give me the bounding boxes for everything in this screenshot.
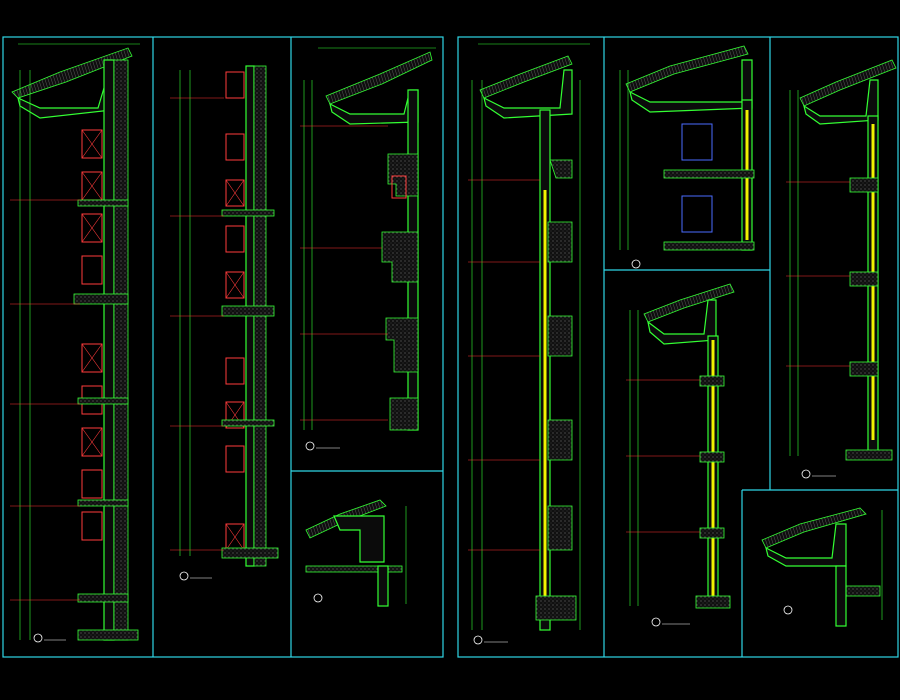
roof-eave-g	[643, 283, 735, 323]
sheet-right-border	[457, 36, 899, 658]
dimension-lines-c	[300, 47, 436, 430]
roof-eave-h	[799, 59, 897, 107]
eave-slab-e	[483, 69, 573, 119]
dimension-lines-a	[10, 43, 140, 640]
roof-eave-f	[625, 45, 749, 93]
slab-d	[305, 565, 403, 573]
ledge-e-1	[549, 159, 573, 179]
sheet-right	[457, 36, 899, 658]
eave-slab-i	[765, 523, 847, 567]
ledge-e-6	[535, 595, 577, 621]
section-bubble-c	[305, 441, 315, 451]
ledge-c-1	[387, 153, 419, 197]
wall-section-h	[786, 59, 897, 479]
slab-f-2	[663, 241, 755, 251]
section-bubble-f	[631, 259, 641, 269]
dimension-lines-b	[170, 70, 224, 556]
ledge-e-5	[547, 505, 573, 551]
section-bubble-e	[473, 635, 483, 645]
wall-section-c	[300, 47, 436, 451]
ledge-e-4	[547, 419, 573, 461]
window-f-2	[681, 195, 713, 233]
eave-slab-d	[333, 515, 385, 563]
section-bubble-h	[801, 469, 811, 479]
detail-i	[761, 507, 883, 627]
floor-slabs-a	[73, 199, 139, 641]
ledge-c-2	[381, 231, 419, 283]
wall-core-a	[103, 59, 115, 641]
sheet-left	[2, 36, 444, 658]
roof-eave-e	[479, 55, 573, 99]
floor-slabs-b	[221, 209, 279, 559]
wall-section-f	[619, 45, 755, 269]
wall-section-e	[468, 43, 590, 645]
ledge-e-3	[547, 315, 573, 357]
ledge-c-4	[389, 397, 419, 431]
eave-slab-f	[629, 59, 753, 113]
wall-section-a	[10, 43, 140, 643]
section-bubble-b	[179, 571, 189, 581]
wall-hatch-a	[113, 59, 129, 641]
window-f-1	[681, 123, 713, 161]
windows-a	[81, 129, 103, 541]
dimension-lines-e	[468, 43, 590, 630]
wall-core-i	[835, 565, 847, 627]
slab-f-1	[663, 169, 755, 179]
sheet-left-border	[2, 36, 444, 658]
section-bubble-i	[783, 605, 793, 615]
ledge-e-2	[547, 221, 573, 263]
wall-section-b	[170, 65, 279, 581]
detail-d	[305, 499, 407, 607]
section-bubble-d	[313, 593, 323, 603]
wall-core-d	[377, 565, 389, 607]
section-bubble-g	[651, 617, 661, 627]
roof-eave-i	[761, 507, 867, 549]
ledge-c-3	[385, 317, 419, 373]
section-bubble-a	[33, 633, 43, 643]
wall-section-g	[626, 283, 735, 627]
